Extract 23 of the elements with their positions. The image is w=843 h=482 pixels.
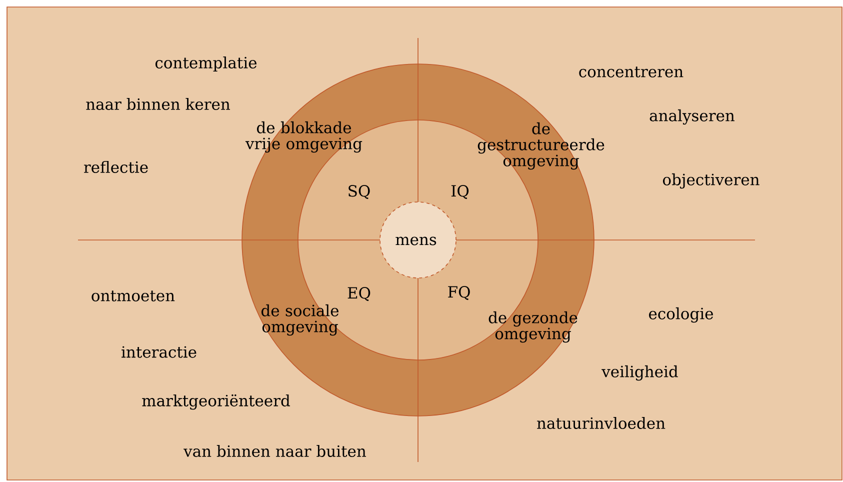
center-circle: [380, 202, 456, 278]
term-label: analyseren: [650, 109, 734, 125]
quadrant-label: EQ: [348, 287, 370, 301]
quadrant-label: IQ: [451, 185, 469, 199]
term-label: marktgeoriënteerd: [142, 394, 290, 410]
term-label: naar binnen keren: [86, 98, 230, 110]
term-label: contemplatie: [155, 56, 256, 72]
term-label: ontmoeten: [92, 290, 175, 302]
quadrant-label: SQ: [348, 185, 370, 199]
term-label: van binnen naar buiten: [184, 445, 366, 457]
term-label: natuurinvloeden: [537, 417, 666, 429]
ring-label: de sociale omgeving: [262, 304, 338, 336]
term-label: concentreren: [579, 66, 684, 78]
ring-label: de gestructureerde omgeving: [478, 122, 604, 170]
center-label: mens: [396, 236, 436, 246]
quadrant-label: FQ: [448, 286, 470, 300]
ring-label: de blokkade vrije omgeving: [245, 121, 362, 153]
term-label: interactie: [122, 346, 196, 358]
ring-label: de gezonde omgeving: [488, 311, 578, 343]
term-label: veiligheid: [602, 365, 678, 381]
term-label: ecologie: [649, 307, 713, 323]
term-label: objectiveren: [662, 173, 760, 189]
term-label: reflectie: [84, 161, 148, 173]
